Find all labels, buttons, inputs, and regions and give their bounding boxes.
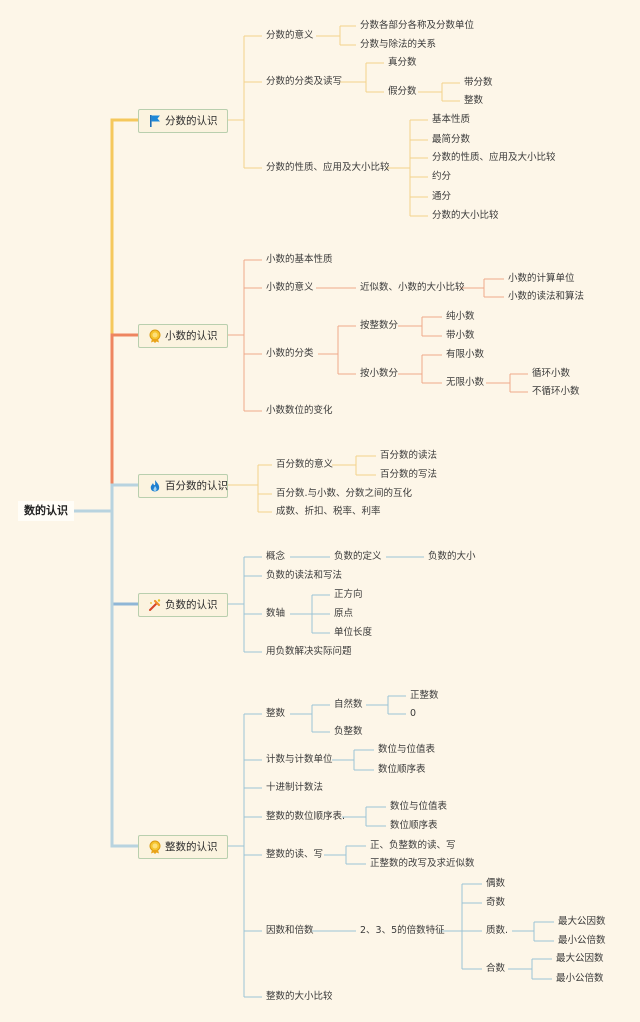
topic-node[interactable]: 整数的读、写 (266, 849, 324, 860)
topic-node[interactable]: 约分 (432, 171, 452, 182)
topic-node[interactable]: 整数 (266, 708, 286, 719)
topic-node[interactable]: 小数的计算单位 (508, 273, 575, 284)
topic-node[interactable]: 负数的定义 (334, 551, 382, 562)
topic-node[interactable]: 按整数分 (360, 320, 399, 331)
branch-decimal[interactable]: 小数的认识 (138, 324, 228, 348)
topic-node[interactable]: 小数数位的变化 (266, 405, 333, 416)
topic-node[interactable]: 正整数 (410, 690, 439, 701)
flame-icon (150, 480, 160, 492)
topic-node[interactable]: 正、负整数的读、写 (370, 840, 456, 851)
topic-node[interactable]: 最小公倍数 (556, 973, 604, 984)
branch-label: 小数的认识 (165, 330, 218, 342)
medal-icon (149, 329, 161, 343)
topic-node[interactable]: 计数与计数单位 (266, 754, 333, 765)
topic-node[interactable]: 百分数的意义 (276, 459, 334, 470)
branch-label: 整数的认识 (165, 841, 218, 853)
topic-node[interactable]: 通分 (432, 191, 452, 202)
topic-node[interactable]: 基本性质 (432, 114, 471, 125)
topic-node[interactable]: 因数和倍数 (266, 925, 314, 936)
topic-node[interactable]: 最简分数 (432, 134, 471, 145)
branch-label: 负数的认识 (165, 599, 218, 611)
topic-node[interactable]: 小数的基本性质 (266, 254, 333, 265)
topic-node[interactable]: 分数的分类及读写 (266, 76, 343, 87)
topic-node[interactable]: 合数 (486, 963, 506, 974)
topic-node[interactable]: 正方向 (334, 589, 363, 600)
topic-node[interactable]: 小数的意义 (266, 282, 314, 293)
branch-integer[interactable]: 整数的认识 (138, 835, 228, 859)
topic-node[interactable]: 整数的大小比较 (266, 991, 333, 1002)
topic-node[interactable]: 有限小数 (446, 349, 485, 360)
medal-icon (149, 840, 161, 854)
topic-node[interactable]: 按小数分 (360, 368, 399, 379)
topic-node[interactable]: 偶数 (486, 878, 506, 889)
topic-node[interactable]: 小数的读法和算法 (508, 291, 585, 302)
topic-node[interactable]: 小数的分类 (266, 348, 314, 359)
topic-node[interactable]: 单位长度 (334, 627, 373, 638)
topic-node[interactable]: 分数的性质、应用及大小比较 (266, 162, 390, 173)
topic-node[interactable]: 百分数的写法 (380, 469, 438, 480)
topic-node[interactable]: 最小公倍数 (558, 935, 606, 946)
topic-node[interactable]: 负整数 (334, 726, 363, 737)
topic-node[interactable]: 奇数 (486, 897, 506, 908)
topic-node[interactable]: 整数 (464, 95, 484, 106)
flag-icon (150, 115, 160, 127)
topic-node[interactable]: 真分数 (388, 57, 417, 68)
topic-node[interactable]: 2、3、5的倍数特征 (360, 925, 445, 936)
topic-node[interactable]: 自然数 (334, 699, 363, 710)
topic-node[interactable]: 数位顺序表 (378, 764, 426, 775)
branch-label: 百分数的认识 (165, 480, 228, 492)
topic-node[interactable]: 分数的意义 (266, 30, 314, 41)
topic-node[interactable]: 质数. (486, 925, 509, 936)
root-topic[interactable]: 数的认识 (18, 501, 74, 521)
topic-node[interactable]: 数位顺序表 (390, 820, 438, 831)
topic-node[interactable]: 百分数的读法 (380, 450, 438, 461)
topic-node[interactable]: 最大公因数 (556, 953, 604, 964)
topic-node[interactable]: 带小数 (446, 330, 475, 341)
topic-node[interactable]: 概念 (266, 551, 286, 562)
topic-node[interactable]: 整数的数位顺序表. (266, 811, 346, 822)
topic-node[interactable]: 数位与位值表 (390, 801, 448, 812)
topic-node[interactable]: 近似数、小数的大小比较 (360, 282, 465, 293)
topic-node[interactable]: 最大公因数 (558, 916, 606, 927)
topic-node[interactable]: 纯小数 (446, 311, 475, 322)
topic-node[interactable]: 分数与除法的关系 (360, 39, 437, 50)
branch-label: 分数的认识 (165, 115, 218, 127)
topic-node[interactable]: 分数的性质、应用及大小比较 (432, 152, 556, 163)
topic-node[interactable]: 十进制计数法 (266, 782, 324, 793)
topic-node[interactable]: 无限小数 (446, 377, 485, 388)
topic-node[interactable]: 百分数.与小数、分数之间的互化 (276, 488, 413, 499)
topic-node[interactable]: 0 (410, 708, 417, 719)
branch-negative[interactable]: 负数的认识 (138, 593, 228, 617)
topic-node[interactable]: 数轴 (266, 608, 286, 619)
topic-node[interactable]: 负数的读法和写法 (266, 570, 343, 581)
topic-node[interactable]: 成数、折扣、税率、利率 (276, 506, 381, 517)
tools-icon (149, 599, 161, 611)
branch-percent[interactable]: 百分数的认识 (138, 474, 228, 498)
topic-node[interactable]: 带分数 (464, 77, 493, 88)
topic-node[interactable]: 用负数解决实际问题 (266, 646, 352, 657)
topic-node[interactable]: 分数的大小比较 (432, 210, 499, 221)
branch-fraction[interactable]: 分数的认识 (138, 109, 228, 133)
topic-node[interactable]: 负数的大小 (428, 551, 476, 562)
topic-node[interactable]: 数位与位值表 (378, 744, 436, 755)
topic-node[interactable]: 原点 (334, 608, 354, 619)
topic-node[interactable]: 不循环小数 (532, 386, 580, 397)
topic-node[interactable]: 分数各部分各称及分数单位 (360, 20, 475, 31)
topic-node[interactable]: 正整数的改写及求近似数 (370, 858, 475, 869)
topic-node[interactable]: 假分数 (388, 86, 417, 97)
topic-node[interactable]: 循环小数 (532, 368, 571, 379)
